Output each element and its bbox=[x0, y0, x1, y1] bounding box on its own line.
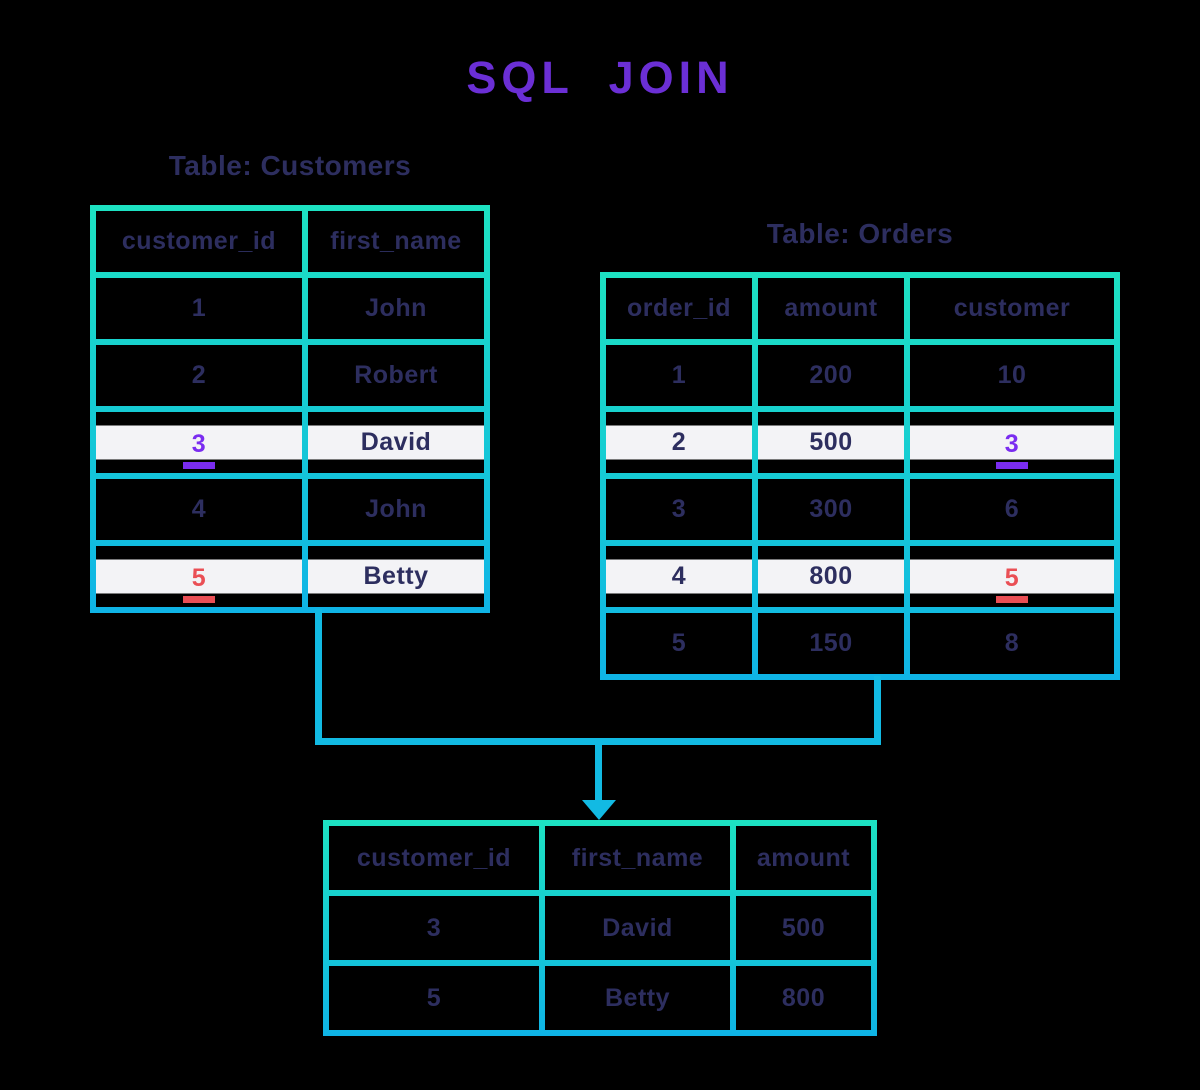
table-cell: John bbox=[308, 278, 484, 339]
table-cell: 1 bbox=[606, 345, 752, 406]
table-cell: 5 bbox=[910, 546, 1114, 607]
matched-key-value: 3 bbox=[995, 430, 1029, 469]
table-cell: John bbox=[308, 479, 484, 540]
column-header: first_name bbox=[308, 211, 484, 272]
connector-line-from-orders bbox=[874, 676, 881, 745]
table-cell: 5 bbox=[606, 613, 752, 674]
table-cell: 200 bbox=[758, 345, 904, 406]
table-cell: 3 bbox=[910, 412, 1114, 473]
table-cell: 800 bbox=[758, 546, 904, 607]
diagram-title: SQL JOIN bbox=[466, 52, 734, 103]
orders-table-label: Table: Orders bbox=[766, 218, 954, 249]
table-cell: 300 bbox=[758, 479, 904, 540]
column-header: amount bbox=[758, 278, 904, 339]
table-cell: 4 bbox=[606, 546, 752, 607]
table-cell: 6 bbox=[910, 479, 1114, 540]
connector-line-from-customers bbox=[315, 609, 322, 745]
table-cell: 500 bbox=[758, 412, 904, 473]
connector-line-horizontal bbox=[315, 738, 881, 745]
table-cell: 5 bbox=[329, 966, 539, 1030]
join-arrow-shaft bbox=[595, 742, 602, 802]
column-header: order_id bbox=[606, 278, 752, 339]
table-cell: 2 bbox=[606, 412, 752, 473]
table-cell: 800 bbox=[736, 966, 871, 1030]
matched-key-value: 5 bbox=[995, 564, 1029, 603]
table-cell: 1 bbox=[96, 278, 302, 339]
customers-table-label: Table: Customers bbox=[168, 150, 412, 181]
table-cell: 5 bbox=[96, 546, 302, 607]
table-cell: 3 bbox=[606, 479, 752, 540]
table-cell: 3 bbox=[329, 896, 539, 960]
table-cell: David bbox=[545, 896, 730, 960]
column-header: customer_id bbox=[329, 826, 539, 890]
column-header: customer_id bbox=[96, 211, 302, 272]
table-cell: 10 bbox=[910, 345, 1114, 406]
table-cell: 150 bbox=[758, 613, 904, 674]
column-header: first_name bbox=[545, 826, 730, 890]
matched-key-value: 5 bbox=[182, 564, 216, 603]
table-cell: David bbox=[308, 412, 484, 473]
matched-key-value: 3 bbox=[182, 430, 216, 469]
table-cell: 500 bbox=[736, 896, 871, 960]
table-cell: Robert bbox=[308, 345, 484, 406]
column-header: customer bbox=[910, 278, 1114, 339]
table-cell: 2 bbox=[96, 345, 302, 406]
table-cell: 8 bbox=[910, 613, 1114, 674]
table-cell: 3 bbox=[96, 412, 302, 473]
join-arrow-head-icon bbox=[582, 800, 616, 820]
table-cell: Betty bbox=[308, 546, 484, 607]
column-header: amount bbox=[736, 826, 871, 890]
table-cell: Betty bbox=[545, 966, 730, 1030]
table-cell: 4 bbox=[96, 479, 302, 540]
